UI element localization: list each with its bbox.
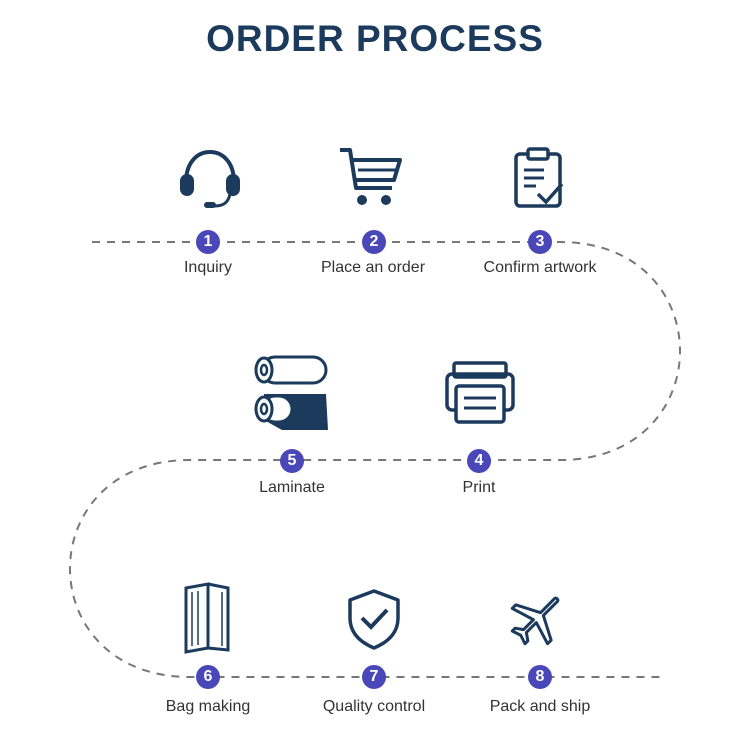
step-1-label: Inquiry bbox=[183, 259, 233, 276]
bag-icon bbox=[184, 582, 230, 654]
step-5-number: 5 bbox=[280, 449, 304, 473]
printer-icon bbox=[445, 361, 515, 424]
step-3-number: 3 bbox=[528, 230, 552, 254]
step-7-label: Quality control bbox=[322, 698, 426, 715]
shield-check-icon bbox=[348, 589, 400, 650]
step-8-number: 8 bbox=[528, 665, 552, 689]
headset-icon bbox=[180, 149, 240, 208]
step-4-number: 4 bbox=[467, 449, 491, 473]
step-4-label: Print bbox=[462, 479, 496, 496]
film-rolls-icon bbox=[254, 355, 328, 430]
step-8-label: Pack and ship bbox=[489, 698, 591, 715]
page-title: ORDER PROCESS bbox=[206, 18, 544, 59]
step-7-number: 7 bbox=[362, 665, 386, 689]
step-1-number: 1 bbox=[196, 230, 220, 254]
step-6-number: 6 bbox=[196, 665, 220, 689]
step-3-label: Confirm artwork bbox=[483, 259, 597, 276]
clipboard-check-icon bbox=[514, 147, 564, 208]
shopping-cart-icon bbox=[340, 148, 402, 205]
step-5-label: Laminate bbox=[259, 479, 325, 496]
step-2-label: Place an order bbox=[320, 259, 426, 276]
airplane-icon bbox=[510, 596, 560, 646]
step-2-number: 2 bbox=[362, 230, 386, 254]
step-6-label: Bag making bbox=[165, 698, 251, 715]
